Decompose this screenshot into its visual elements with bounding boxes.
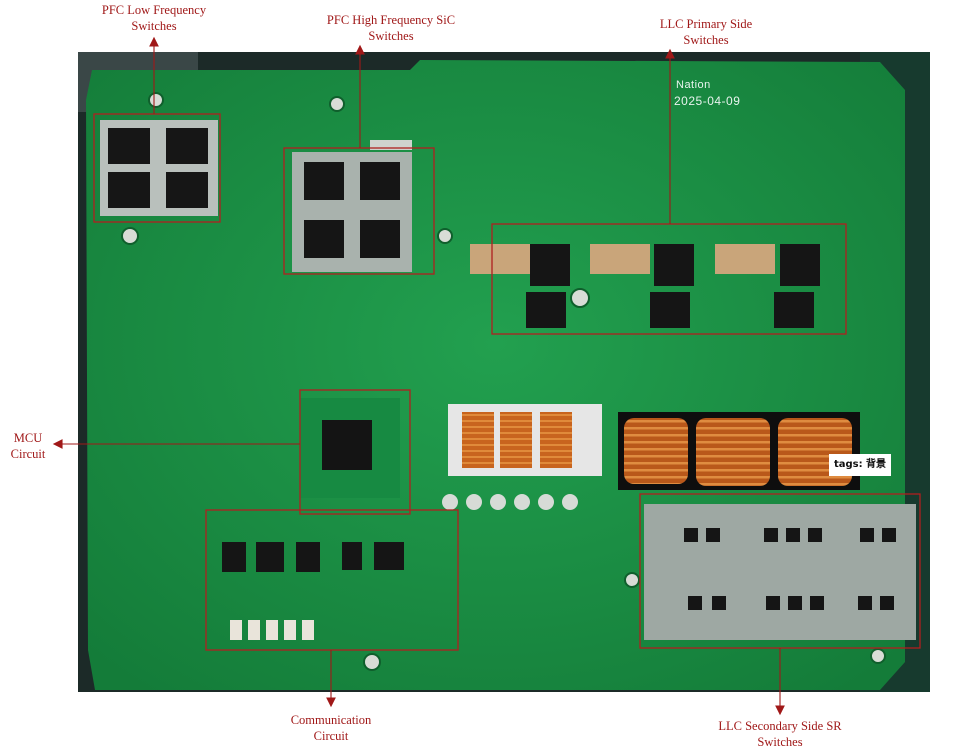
label-pfc-low-line2: Switches [131,19,177,33]
label-mcu-line2: Circuit [10,447,46,461]
label-pfc-high-line1: PFC High Frequency SiC [326,13,456,27]
resistors [230,620,314,640]
llc-transformers [618,412,860,490]
label-mcu: MCU Circuit [0,430,56,462]
brand-silkscreen: Nation [676,79,711,91]
resonant-inductor [448,404,602,476]
mounting-holes [121,92,886,671]
mcu-chip [300,398,400,498]
label-communication-line1: Communication [290,713,372,727]
label-pfc-low: PFC Low Frequency Switches [96,2,212,34]
llc-secondary-sr-switches [644,504,916,640]
label-llc-secondary-line2: Switches [757,735,803,749]
llc-primary-switches [470,244,820,328]
pfc-low-frequency-mosfets [100,120,218,216]
label-communication-line2: Circuit [313,729,349,743]
label-pfc-high-line2: Switches [368,29,414,43]
pfc-high-frequency-sic [292,140,412,272]
capacitors [442,494,578,510]
label-pfc-low-line1: PFC Low Frequency [101,3,207,17]
label-llc-primary-line1: LLC Primary Side [659,17,753,31]
leader-lines [52,36,785,716]
communication-chips [222,542,404,572]
label-communication: Communication Circuit [276,712,386,744]
label-llc-secondary-line1: LLC Secondary Side SR [718,719,842,733]
label-llc-primary: LLC Primary Side Switches [636,16,776,48]
label-pfc-high: PFC High Frequency SiC Switches [306,12,476,44]
label-llc-secondary: LLC Secondary Side SR Switches [698,718,862,750]
tag-label: tags: 背景 [829,454,891,476]
date-silkscreen: 2025-04-09 [674,94,741,108]
label-llc-primary-line2: Switches [683,33,729,47]
label-mcu-line1: MCU [13,431,43,445]
